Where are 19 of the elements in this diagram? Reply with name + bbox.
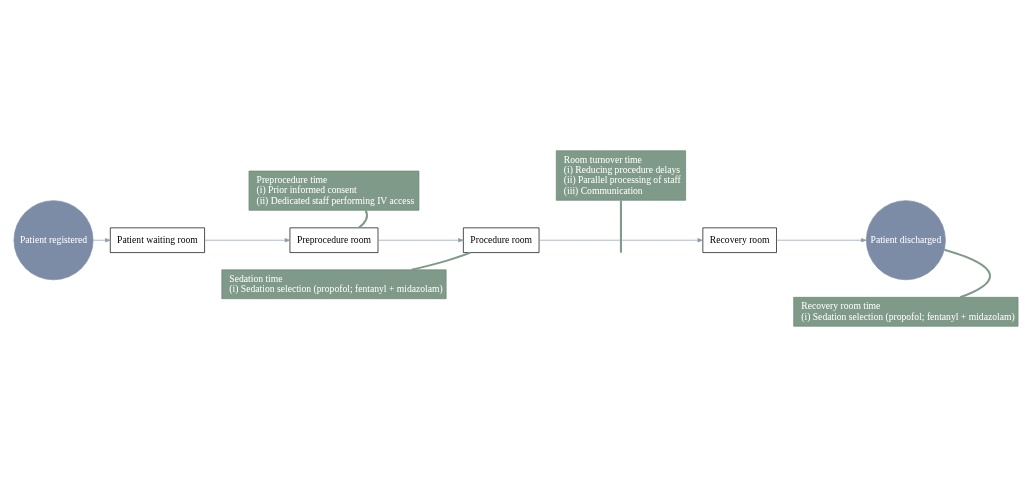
node-box: Sedation time (i) Sedation selection (propofol; fentanyl + midazolam) [220, 269, 446, 300]
arrow [203, 238, 290, 243]
node-circle: Patient discharged [865, 200, 946, 281]
node-box: Procedure room [462, 227, 539, 253]
arrow [775, 238, 867, 243]
node-box: Recovery room time (i) Sedation selection (propofol; fentanyl + midazolam) [792, 297, 1018, 327]
connector [357, 209, 368, 229]
connector [943, 248, 991, 299]
node-box: Preprocedure room [289, 227, 378, 253]
node-box: Room turnover time (i) Reducing procedure delays (ii) Parallel processing of staff (iii) Communication [555, 150, 686, 201]
arrow [377, 238, 464, 243]
node-circle: Patient registered [13, 200, 93, 281]
node-box: Recovery room [702, 227, 777, 253]
node-box: Patient waiting room [109, 227, 205, 253]
connector [410, 251, 471, 271]
node-box: Preprocedure time (i) Prior informed consent (ii) Dedicated staff performing IV access [248, 170, 419, 211]
arrow [538, 238, 703, 243]
arrow [92, 238, 111, 243]
connector [619, 200, 622, 253]
